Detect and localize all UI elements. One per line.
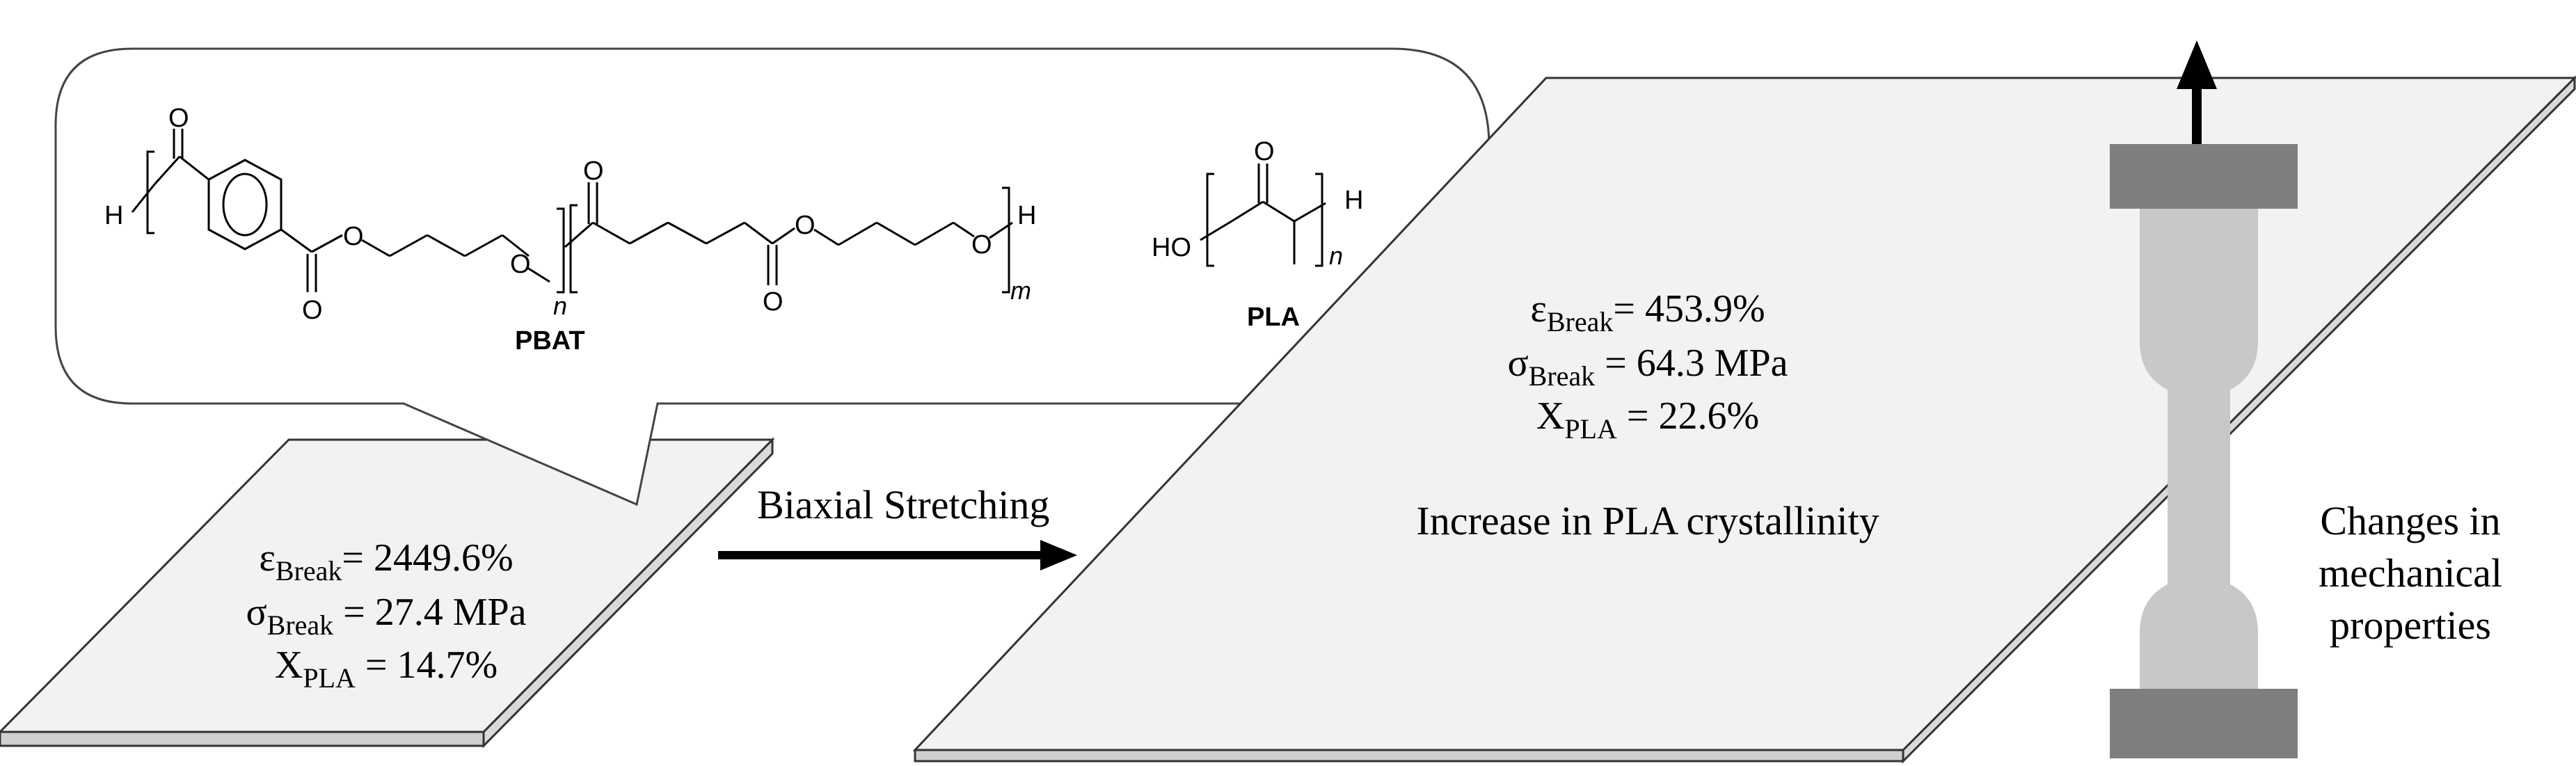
unstretched-crystallinity: XPLA = 14.7% bbox=[275, 644, 498, 694]
pbat-o-3: O bbox=[343, 222, 364, 251]
unstretched-strength: σBreak = 27.4 MPa bbox=[246, 591, 526, 641]
pbat-o-8: O bbox=[971, 230, 992, 260]
pla-atom-labels: HO O H n PLA bbox=[1152, 137, 1363, 332]
pbat-o-6: O bbox=[763, 287, 784, 317]
mechanical-label-line-3: properties bbox=[2330, 603, 2491, 648]
dogbone-specimen bbox=[2140, 209, 2258, 689]
stretched-crystallinity: XPLA = 22.6% bbox=[1536, 394, 1759, 445]
stretched-strength: σBreak = 64.3 MPa bbox=[1507, 342, 1788, 392]
pla-h: H bbox=[1344, 186, 1363, 215]
sheet-edge-front bbox=[0, 731, 485, 747]
pbat-o-5: O bbox=[583, 157, 604, 186]
pbat-name: PBAT bbox=[515, 326, 585, 356]
top-grip bbox=[2110, 144, 2298, 209]
crystallinity-note: Increase in PLA crystallinity bbox=[1416, 498, 1879, 543]
stretched-properties: εBreak= 453.9% σBreak = 64.3 MPa XPLA = … bbox=[1416, 287, 1879, 543]
sheet-top bbox=[0, 438, 775, 733]
process-label: Biaxial Stretching bbox=[757, 482, 1049, 527]
chemical-structure-callout bbox=[54, 47, 1490, 506]
pbat-h-right: H bbox=[1017, 201, 1036, 230]
arrow-head-icon bbox=[1040, 540, 1077, 570]
callout-bubble bbox=[54, 47, 1490, 506]
pbat-o-7: O bbox=[795, 211, 816, 240]
pull-arrow-icon bbox=[2177, 40, 2217, 89]
pla-name: PLA bbox=[1247, 303, 1300, 332]
unstretched-properties: εBreak= 2449.6% σBreak = 27.4 MPa XPLA =… bbox=[246, 536, 526, 694]
pla-ho: HO bbox=[1152, 233, 1191, 262]
pbat-o-4: O bbox=[510, 250, 531, 279]
pbat-o-2: O bbox=[302, 296, 323, 325]
pla-right-bracket bbox=[1315, 173, 1323, 267]
pbat-h-left: H bbox=[104, 201, 123, 230]
mechanical-label-line-2: mechanical bbox=[2319, 550, 2502, 596]
pbat-o-1: O bbox=[168, 104, 189, 133]
pbat-m-bracket-close bbox=[1002, 186, 1010, 294]
pbat-atom-labels: H O O O O n O O O O H m PBAT bbox=[104, 104, 1036, 356]
pbat-m-bracket-open bbox=[569, 204, 578, 294]
tensile-specimen bbox=[2110, 40, 2298, 758]
sheet-edge-front bbox=[914, 749, 1905, 763]
stretched-elongation: εBreak= 453.9% bbox=[1530, 287, 1765, 337]
mechanical-label-line-1: Changes in bbox=[2320, 498, 2500, 543]
unstretched-elongation: εBreak= 2449.6% bbox=[259, 536, 513, 587]
pla-left-bracket bbox=[1206, 173, 1214, 267]
pbat-structure bbox=[131, 129, 1013, 294]
pla-o: O bbox=[1254, 137, 1275, 166]
pbat-n-label: n bbox=[553, 292, 567, 320]
pla-n-label: n bbox=[1329, 241, 1343, 270]
pla-structure bbox=[1200, 163, 1326, 267]
mechanical-label: Changes in mechanical properties bbox=[2319, 498, 2502, 648]
unstretched-sheet bbox=[0, 437, 775, 749]
pbat-m-label: m bbox=[1010, 276, 1031, 305]
pbat-n-bracket bbox=[557, 207, 565, 294]
bottom-grip bbox=[2110, 689, 2298, 758]
stretching-arrow: Biaxial Stretching bbox=[718, 482, 1077, 570]
